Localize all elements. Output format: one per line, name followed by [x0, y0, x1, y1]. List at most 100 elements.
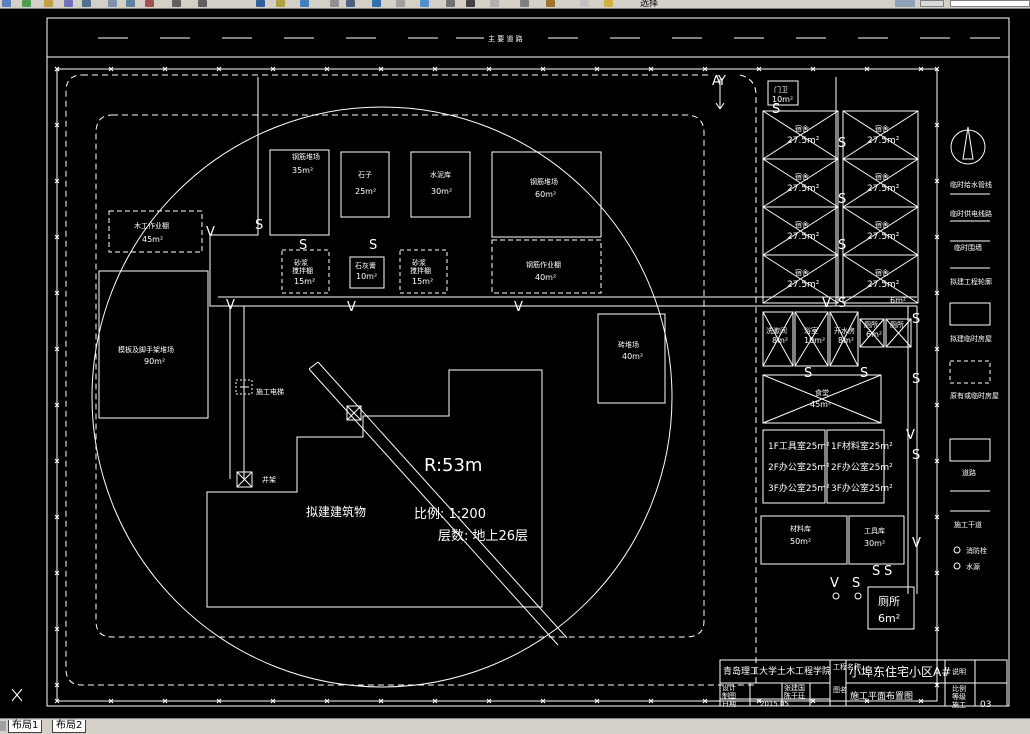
svg-text:27.5m²: 27.5m²: [787, 280, 820, 290]
zoom-icon[interactable]: [276, 0, 285, 7]
svg-text:S: S: [838, 296, 846, 311]
svg-text:拟建工程轮廓: 拟建工程轮廓: [950, 277, 992, 286]
layer-icon[interactable]: [520, 0, 529, 7]
zoom-previous-icon[interactable]: [330, 0, 339, 7]
sheet-border: [46, 17, 1010, 707]
markup-icon[interactable]: [446, 0, 455, 7]
undo-icon[interactable]: [172, 0, 181, 7]
svg-text:砂浆: 砂浆: [412, 258, 426, 267]
help-icon[interactable]: [490, 0, 499, 7]
svg-text:厕所: 厕所: [878, 595, 900, 608]
toilet-main-box: [867, 586, 915, 630]
svg-text:钢筋堆场: 钢筋堆场: [530, 177, 558, 186]
title-block: [719, 659, 1008, 707]
svg-text:S: S: [772, 102, 780, 117]
design-center-icon[interactable]: [372, 0, 381, 7]
layer-state-icon[interactable]: [546, 0, 555, 7]
print-icon[interactable]: [44, 0, 53, 7]
svg-text:1F材料室25m²: 1F材料室25m²: [831, 440, 893, 452]
svg-text:厕所: 厕所: [864, 320, 878, 329]
site-road-outer: [65, 74, 757, 686]
svg-text:27.5m²: 27.5m²: [867, 184, 900, 194]
sheet-set-icon[interactable]: [420, 0, 429, 7]
tab-layout1[interactable]: 布局1: [8, 720, 43, 733]
svg-text:30m²: 30m²: [864, 539, 885, 548]
svg-text:S: S: [838, 136, 846, 151]
linetype-combo[interactable]: [950, 0, 1030, 7]
calculator-icon[interactable]: [466, 0, 475, 7]
svg-text:水源: 水源: [966, 562, 980, 571]
svg-text:35m²: 35m²: [292, 166, 313, 175]
carpentry-box: [108, 210, 203, 253]
save-icon[interactable]: [22, 0, 31, 7]
preview-icon[interactable]: [64, 0, 73, 7]
tab-layout2[interactable]: 布局2: [52, 720, 87, 733]
tool-room-box: [848, 515, 905, 565]
material-room-box: [760, 515, 848, 565]
cement-box: [410, 151, 471, 218]
light-icon[interactable]: [580, 0, 589, 7]
mortar1-box: [281, 249, 330, 294]
sun-icon[interactable]: [604, 0, 613, 7]
svg-text:石灰膏: 石灰膏: [355, 261, 376, 270]
svg-text:8m²: 8m²: [838, 336, 854, 345]
pan-icon[interactable]: [256, 0, 265, 7]
svg-text:27.5m²: 27.5m²: [867, 280, 900, 290]
svg-text:S: S: [852, 576, 860, 591]
svg-text:宿舍: 宿舍: [795, 268, 809, 277]
canteen-box: [762, 374, 882, 424]
svg-text:施工干道: 施工干道: [954, 520, 982, 529]
svg-text:S: S: [912, 312, 920, 327]
hoist-label: 施工电梯: [256, 387, 284, 396]
svg-text:27.5m²: 27.5m²: [867, 232, 900, 242]
svg-text:宿舍: 宿舍: [795, 124, 809, 133]
svg-text:6m²: 6m²: [890, 296, 906, 305]
legend: [949, 126, 991, 570]
svg-text:临时围墙: 临时围墙: [954, 243, 982, 252]
svg-text:图名: 图名: [833, 685, 847, 694]
svg-text:S: S: [255, 218, 263, 233]
layer-combo[interactable]: [895, 0, 915, 7]
svg-text:25m²: 25m²: [355, 187, 376, 196]
drawing-canvas[interactable]: 主 要 道 路 R:53m 拟建建筑物 比例: 1:200 层数: 地上26层 …: [0, 9, 1030, 718]
paste-icon[interactable]: [126, 0, 135, 7]
match-icon[interactable]: [145, 0, 154, 7]
rebar-shed-box: [491, 239, 602, 294]
zoom-window-icon[interactable]: [300, 0, 309, 7]
svg-text:27.5m²: 27.5m²: [867, 136, 900, 146]
road-label: 主 要 道 路: [488, 34, 523, 43]
svg-text:1F工具室25m²: 1F工具室25m²: [768, 440, 830, 452]
svg-text:S: S: [860, 366, 868, 381]
scale-label: 比例: 1:200: [414, 507, 486, 522]
site-fence: [56, 68, 938, 702]
redo-icon[interactable]: [198, 0, 207, 7]
tab-scroll-left-icon[interactable]: [0, 721, 6, 731]
svg-text:说明: 说明: [952, 667, 966, 676]
svg-text:青岛理工大学土木工程学院: 青岛理工大学土木工程学院: [723, 665, 831, 677]
cut-icon[interactable]: [82, 0, 91, 7]
svg-text:V: V: [347, 300, 356, 315]
svg-text:10m²: 10m²: [772, 95, 793, 104]
svg-text:27.5m²: 27.5m²: [787, 184, 820, 194]
svg-text:3F办公室25m²: 3F办公室25m²: [768, 482, 830, 494]
properties-icon[interactable]: [346, 0, 355, 7]
svg-text:15m²: 15m²: [294, 277, 315, 286]
copy-icon[interactable]: [108, 0, 117, 7]
svg-text:3F办公室25m²: 3F办公室25m²: [831, 482, 893, 494]
svg-text:水泥库: 水泥库: [430, 170, 451, 179]
svg-text:90m²: 90m²: [144, 357, 165, 366]
svg-text:V: V: [206, 225, 215, 240]
color-combo[interactable]: [920, 0, 944, 7]
svg-text:工具库: 工具库: [864, 526, 885, 535]
svg-text:S: S: [804, 366, 812, 381]
svg-text:设计: 设计: [722, 683, 736, 692]
open-icon[interactable]: [2, 0, 11, 7]
tool-palette-icon[interactable]: [396, 0, 405, 7]
svg-text:张建国: 张建国: [784, 683, 805, 692]
svg-text:50m²: 50m²: [790, 537, 811, 546]
svg-text:S: S: [838, 238, 846, 253]
svg-text:消防栓: 消防栓: [966, 546, 987, 555]
svg-text:模板及脚手架堆场: 模板及脚手架堆场: [118, 345, 174, 354]
svg-text:03: 03: [980, 700, 991, 710]
svg-text:宿舍: 宿舍: [875, 124, 889, 133]
